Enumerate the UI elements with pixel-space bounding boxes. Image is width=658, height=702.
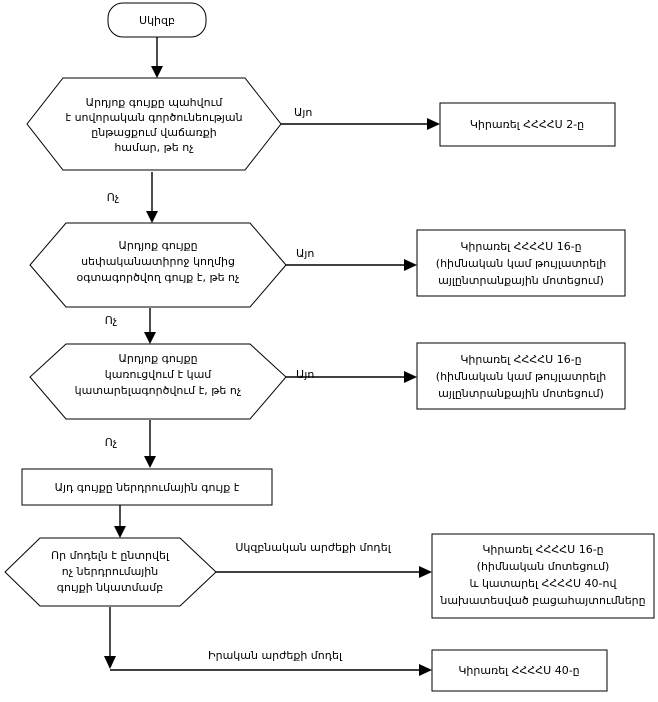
result3-line-3: այլընտրանքային մոտեցում) bbox=[438, 387, 604, 400]
decision4-hexagon-shape bbox=[4, 537, 217, 607]
arrow-head-icon bbox=[404, 371, 417, 383]
decision1-line-3: ընթացքում վաճառքի bbox=[91, 126, 216, 139]
arrow-head-icon bbox=[419, 566, 432, 578]
edge-decision4-cost-model bbox=[216, 566, 432, 578]
decision4-line-1: Որ մոդելն է ընտրվել bbox=[51, 549, 170, 562]
start-terminator-shape bbox=[107, 2, 207, 38]
result4-box-shape bbox=[431, 533, 655, 619]
decision2-line-2: սեփականատիրոջ կողմից bbox=[81, 255, 235, 268]
node-investment-property-statement[interactable]: Այդ գույքը ներդրումային գույք է bbox=[21, 468, 273, 506]
node-decision-under-construction[interactable]: Արդյոք գույքը կառուցվում է կամ կատարելագ… bbox=[29, 343, 287, 420]
arrow-head-icon bbox=[427, 118, 440, 130]
result4-line-4: նախատեսված բացահայտումները bbox=[439, 594, 645, 607]
node-apply-standard-16-b[interactable]: Կիրառել ՀՀՀՀՍ 16-ը (հիմնական կամ թույլատ… bbox=[416, 342, 626, 410]
edge-decision4-fair-value bbox=[104, 607, 432, 676]
decision3-hexagon-shape bbox=[29, 343, 287, 420]
node-apply-standard-16-cost-model[interactable]: Կիրառել ՀՀՀՀՍ 16-ը (հիմնական մոտեցում) և… bbox=[431, 533, 655, 619]
decision2-line-1: Արդյոք գույքը bbox=[118, 239, 197, 252]
arrow-head-icon bbox=[419, 664, 432, 676]
result3-line-2: (հիմնական կամ թույլատրելի bbox=[436, 370, 606, 383]
edge-label-cost-model: Սկզբնական արժեքի մոդել bbox=[235, 541, 391, 554]
decision3-line-2: կառուցվում է կամ bbox=[105, 368, 213, 381]
arrow-head-icon bbox=[114, 526, 126, 538]
arrow-head-icon bbox=[144, 456, 156, 468]
result2-line-3: այլընտրանքային մոտեցում) bbox=[438, 274, 604, 287]
node-decision-held-for-sale[interactable]: Արդյոք գույքը պահվում է սովորական գործու… bbox=[26, 77, 282, 171]
edge-label-yes-3: Այո bbox=[296, 368, 314, 381]
edge-label-no-2: Ոչ bbox=[105, 314, 118, 327]
edge-label-fair-value-model: Իրական արժեքի մոդել bbox=[208, 649, 343, 662]
node-apply-standard-40[interactable]: Կիրառել ՀՀՀՀՍ 40-ը bbox=[431, 649, 608, 692]
arrow-head-icon bbox=[151, 66, 163, 78]
statement-label: Այդ գույքը ներդրումային գույք է bbox=[55, 481, 240, 494]
edge-decision3-no bbox=[144, 420, 156, 468]
decision1-line-2: է սովորական գործունեության bbox=[65, 111, 242, 124]
result2-line-1: Կիրառել ՀՀՀՀՍ 16-ը bbox=[460, 240, 581, 253]
decision3-line-1: Արդյոք գույքը bbox=[118, 352, 197, 365]
result2-box-shape bbox=[416, 229, 626, 297]
node-decision-owner-occupied[interactable]: Արդյոք գույքը սեփականատիրոջ կողմից օգտագ… bbox=[29, 222, 287, 308]
node-decision-model-choice[interactable]: Որ մոդելն է ընտրվել ոչ ներդրումային գույ… bbox=[4, 537, 217, 607]
edge-label-no-3: Ոչ bbox=[105, 436, 118, 449]
decision1-hexagon-shape bbox=[26, 77, 282, 171]
result4-line-1: Կիրառել ՀՀՀՀՍ 16-ը bbox=[482, 543, 603, 556]
arrow-head-icon bbox=[104, 656, 116, 669]
result1-box-shape bbox=[439, 102, 616, 147]
node-apply-standard-2[interactable]: Կիրառել ՀՀՀՀՍ 2-ը bbox=[439, 102, 616, 147]
edge-decision3-yes bbox=[286, 371, 417, 383]
statement-box-shape bbox=[21, 468, 273, 506]
result1-label: Կիրառել ՀՀՀՀՍ 2-ը bbox=[470, 118, 584, 131]
edge-label-yes-1: Այո bbox=[294, 106, 312, 119]
edge-decision1-yes bbox=[281, 118, 440, 130]
result5-label: Կիրառել ՀՀՀՀՍ 40-ը bbox=[458, 664, 579, 677]
node-start[interactable]: Սկիզբ bbox=[107, 2, 207, 38]
decision2-line-3: օգտագործվող գույք է, թե ոչ bbox=[77, 271, 240, 284]
decision1-line-4: համար, թե ոչ bbox=[114, 141, 194, 154]
result4-line-3: և կատարել ՀՀՀՀՍ 40-ով bbox=[470, 577, 618, 590]
result5-box-shape bbox=[431, 649, 608, 692]
result4-line-2: (հիմնական մոտեցում) bbox=[477, 560, 610, 573]
decision4-line-2: ոչ ներդրումային bbox=[62, 565, 158, 578]
edge-start-to-decision1 bbox=[151, 37, 163, 78]
arrow-head-icon bbox=[144, 332, 156, 344]
decision3-line-3: կատարելագործվում է, թե ոչ bbox=[75, 384, 242, 397]
result2-line-2: (հիմնական կամ թույլատրելի bbox=[436, 257, 606, 270]
arrow-head-icon bbox=[404, 259, 417, 271]
edge-decision2-no bbox=[144, 308, 156, 344]
edge-label-no-1: Ոչ bbox=[107, 191, 120, 204]
decision1-line-1: Արդյոք գույքը պահվում bbox=[86, 96, 224, 109]
edge-label-yes-2: Այո bbox=[296, 247, 314, 260]
result3-box-shape bbox=[416, 342, 626, 410]
edge-statement-to-decision4 bbox=[114, 505, 126, 538]
result3-line-1: Կիրառել ՀՀՀՀՍ 16-ը bbox=[460, 353, 581, 366]
edge-decision2-yes bbox=[286, 259, 417, 271]
edge-decision1-no bbox=[146, 172, 158, 223]
node-apply-standard-16-a[interactable]: Կիրառել ՀՀՀՀՍ 16-ը (հիմնական կամ թույլատ… bbox=[416, 229, 626, 297]
arrow-head-icon bbox=[146, 211, 158, 223]
decision2-hexagon-shape bbox=[29, 222, 287, 308]
decision4-line-3: գույքի նկատմամբ bbox=[57, 581, 163, 594]
start-label: Սկիզբ bbox=[139, 14, 175, 27]
